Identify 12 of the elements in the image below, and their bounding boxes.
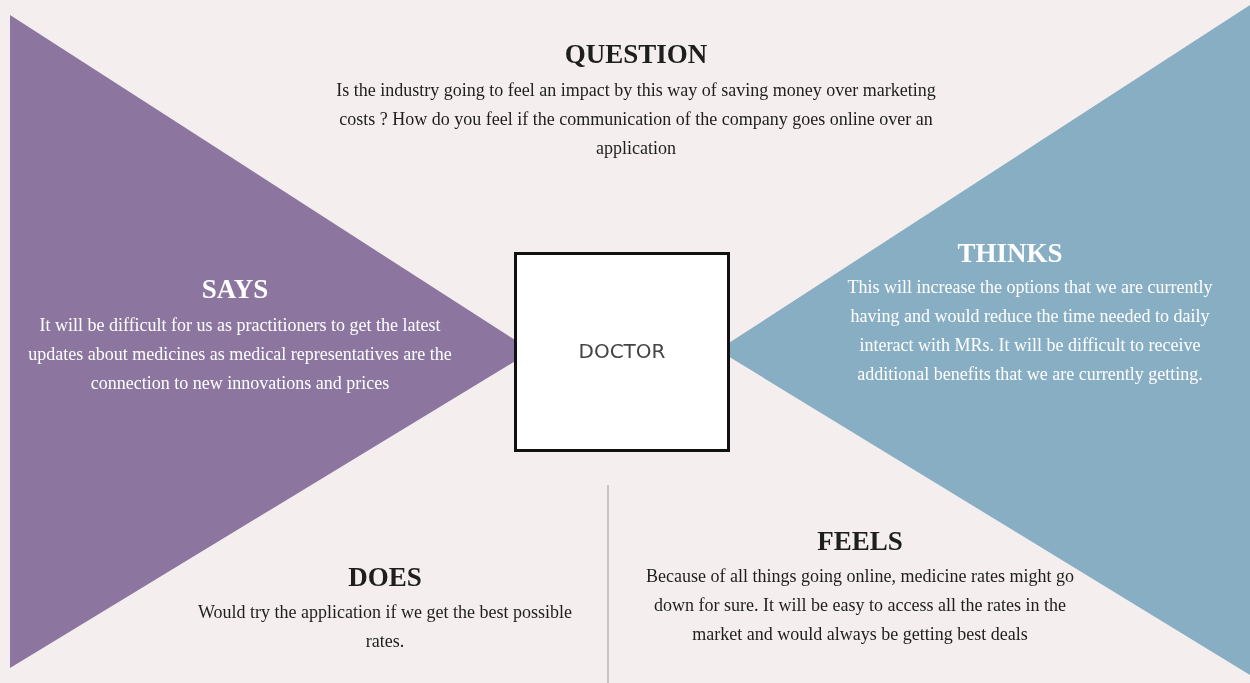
box-label: DOCTOR [577, 338, 667, 365]
does-text: Would try the application if we get the best possible rates. [197, 601, 573, 653]
feels-text: Because of all things going online, medicine rates might go down for sure. It will be easy to access all the rates in the market and would always be getting best deals [645, 565, 1075, 646]
question-text: Is the industry going to feel an impact by this way of saving money over marketing costs ? How do you feel if the communication of the company goes online over an application [335, 79, 937, 160]
thinks-text: This will increase the options that we are currently having and would reduce the time needed to daily interact with MRs. It will be difficult to receive additional benefits that we are currently getting. [846, 276, 1214, 386]
section-heading: THINKS [956, 237, 1064, 269]
section-heading: DOES [347, 561, 423, 593]
doctor-box [514, 252, 730, 452]
section-heading: QUESTION [563, 38, 709, 70]
section-heading: FEELS [816, 525, 904, 557]
section-heading: SAYS [200, 273, 270, 305]
says-text: It will be difficult for us as practitioners to get the latest updates about medicines as medical representatives are the connection to new innovations and prices [27, 314, 453, 395]
